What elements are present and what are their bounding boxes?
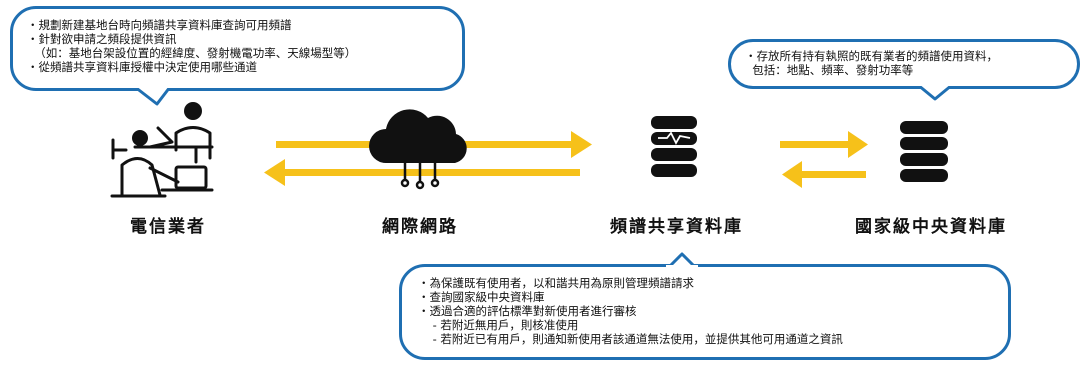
arrow-to-telecom <box>264 159 580 186</box>
telecom-label: 電信業者 <box>130 217 206 237</box>
callout-line: ・從頻譜共享資料庫授權中決定使用哪些通道 <box>27 60 257 74</box>
callout-line: ・存放所有持有執照的既有業者的頻譜使用資料， <box>745 49 998 63</box>
callout-line: 包括：地點、頻率、發射功率等 <box>745 63 914 77</box>
national-db-label: 國家級中央資料庫 <box>855 217 1007 237</box>
office-workers-icon <box>110 102 214 198</box>
flow-arrows <box>264 131 868 188</box>
callout-line: ・查詢國家級中央資料庫 <box>418 290 545 304</box>
sas-callout-tail <box>666 252 698 270</box>
network-label: 網際網路 <box>382 217 458 237</box>
database-pulse-icon <box>651 116 697 177</box>
callout-line: （如：基地台架設位置的經緯度、發射機電功率、天線場型等） <box>27 46 357 60</box>
callout-line: ・為保護既有使用者，以和諧共用為原則管理頻譜請求 <box>418 276 694 290</box>
sas-callout: ・為保護既有使用者，以和諧共用為原則管理頻譜請求 ・查詢國家級中央資料庫 ・透過… <box>399 264 1011 360</box>
sas-label: 頻譜共享資料庫 <box>610 217 743 237</box>
database-icon <box>900 121 948 182</box>
telecom-callout: ・規劃新建基地台時向頻譜共享資料庫查詢可用頻譜 ・針對欲申請之頻段提供資訊 （如… <box>10 6 465 91</box>
arrow-to-national-db <box>780 131 868 158</box>
callout-line: ・透過合適的評估標準對新使用者進行審核 <box>418 304 637 318</box>
national-db-callout-tail <box>917 83 953 101</box>
national-db-callout: ・存放所有持有執照的既有業者的頻譜使用資料， 包括：地點、頻率、發射功率等 <box>728 39 1080 89</box>
callout-line: - 若附近已有用戶，則通知新使用者該通道無法使用，並提供其他可用通道之資訊 <box>418 332 843 346</box>
callout-line: ・規劃新建基地台時向頻譜共享資料庫查詢可用頻譜 <box>27 18 292 32</box>
cloud-network-icon <box>369 109 467 190</box>
telecom-callout-tail <box>134 85 172 106</box>
bubble-tails <box>134 83 953 270</box>
callout-line: - 若附近無用戶，則核准使用 <box>418 318 579 332</box>
callout-line: ・針對欲申請之頻段提供資訊 <box>27 32 177 46</box>
arrow-to-sas-return <box>782 161 866 188</box>
